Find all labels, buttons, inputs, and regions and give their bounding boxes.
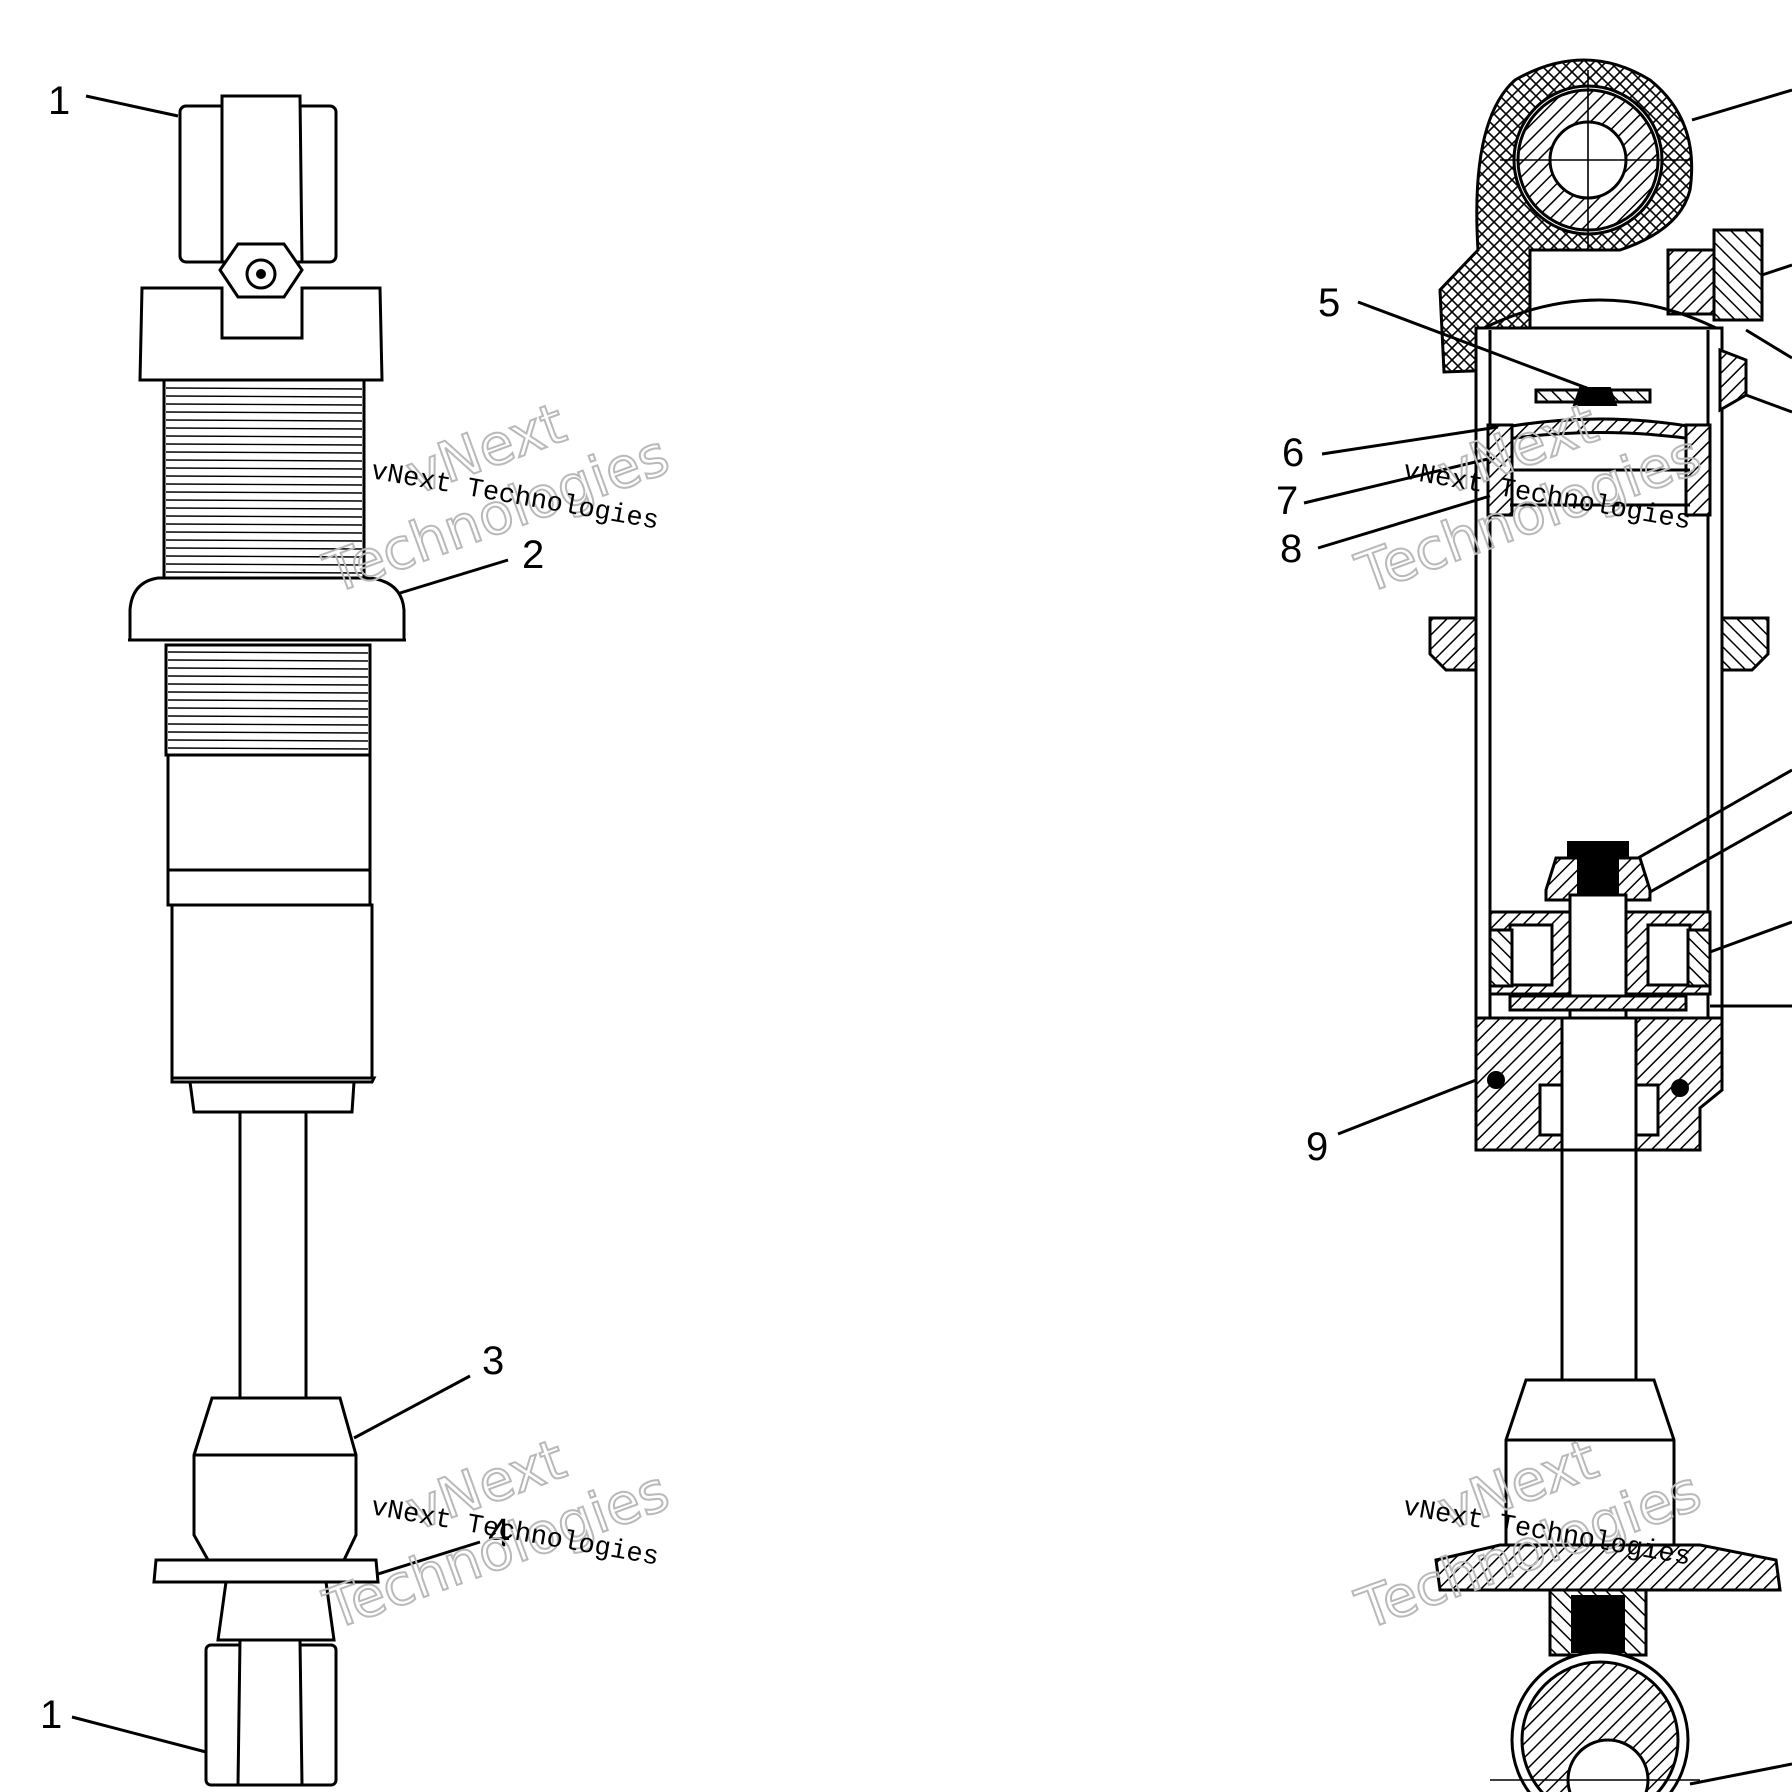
body-bottom-cap (188, 1080, 356, 1114)
flange-right (1720, 616, 1770, 672)
seal-head-bore (1560, 1016, 1638, 1152)
thread-line (167, 731, 369, 734)
upper-threads (165, 387, 363, 574)
thread-line (165, 499, 363, 502)
thread-line (167, 747, 369, 750)
callout-8: 8 (1280, 527, 1302, 571)
thread-line (165, 475, 363, 478)
callout-1-bottom: 1 (40, 1693, 62, 1737)
seal-head-oring-right (1671, 1079, 1689, 1097)
flange-left (1428, 616, 1478, 672)
bottom-eyelet-center (236, 1638, 304, 1787)
body-mid (166, 753, 372, 907)
thread-line (165, 443, 363, 446)
thread-line (165, 411, 363, 414)
seal-head-oring-left (1487, 1071, 1505, 1089)
valve-core (1572, 387, 1618, 406)
thread-line (167, 723, 369, 726)
callout-3: 3 (482, 1339, 504, 1383)
thread-line (165, 515, 363, 518)
thread-line (165, 483, 363, 486)
bump-stop (192, 1396, 358, 1562)
section-lower-thread (1571, 1595, 1625, 1653)
thread-line (165, 539, 363, 542)
piston-rod-thread (1577, 859, 1619, 897)
piston-port-left (1508, 923, 1554, 987)
body-lower (170, 903, 374, 1082)
thread-line (165, 451, 363, 454)
thread-line (165, 531, 363, 534)
callout-7: 7 (1276, 479, 1298, 523)
thread-line (167, 707, 369, 710)
thread-line (167, 683, 369, 686)
piston-nut-top (1567, 841, 1629, 859)
thread-line (167, 739, 369, 742)
thread-line (165, 563, 363, 566)
callout-1-top: 1 (48, 79, 70, 123)
seal-groove-right (1634, 1083, 1660, 1137)
callout-numbers: 1 2 3 4 1 5 6 7 8 9 (40, 79, 1340, 1737)
callout-9: 9 (1306, 1125, 1328, 1169)
thread-line (165, 419, 363, 422)
thread-line (165, 467, 363, 470)
thread-line (165, 387, 363, 390)
lower-threads (167, 651, 369, 750)
top-eyelet-center (220, 94, 304, 264)
piston-seal-left (1488, 928, 1514, 988)
top-cap (138, 286, 384, 382)
thread-line (167, 691, 369, 694)
piston-rod (238, 1110, 308, 1404)
thread-line (167, 715, 369, 718)
cylinder-cap-seal (1718, 347, 1748, 413)
thread-line (165, 435, 363, 438)
lower-seat-neck (216, 1580, 336, 1642)
thread-line (167, 667, 369, 670)
piston-port-right (1646, 923, 1692, 987)
reservoir-port (1712, 228, 1764, 322)
thread-line (165, 571, 363, 574)
cylinder-dome (1479, 298, 1721, 332)
thread-line (165, 395, 363, 398)
thread-line (165, 459, 363, 462)
thread-line (165, 491, 363, 494)
callout-6: 6 (1282, 431, 1304, 475)
callout-4: 4 (488, 1511, 510, 1555)
lower-spring-seat (152, 1558, 380, 1584)
reservoir-valve (1666, 248, 1716, 316)
seal-groove-left (1538, 1083, 1564, 1137)
thread-line (165, 555, 363, 558)
thread-line (165, 403, 363, 406)
floating-piston-left (1486, 423, 1514, 517)
thread-line (165, 507, 363, 510)
leader-lines (71, 88, 1792, 1786)
thread-line (165, 523, 363, 526)
callout-5: 5 (1318, 281, 1340, 325)
shock-exterior-view (128, 94, 406, 1787)
thread-line (165, 547, 363, 550)
piston-rod-lower (1560, 1148, 1638, 1382)
piston-seal-right (1686, 928, 1712, 988)
thread-line (167, 675, 369, 678)
thread-line (167, 651, 369, 654)
thread-line (167, 659, 369, 662)
shim-stack (1508, 994, 1688, 1012)
shock-cross-section-view (1428, 58, 1782, 1792)
section-spring-seat (1434, 1543, 1782, 1592)
thread-line (165, 427, 363, 430)
callout-2: 2 (522, 533, 544, 577)
thread-line (167, 699, 369, 702)
top-nut-bolt (256, 269, 266, 279)
